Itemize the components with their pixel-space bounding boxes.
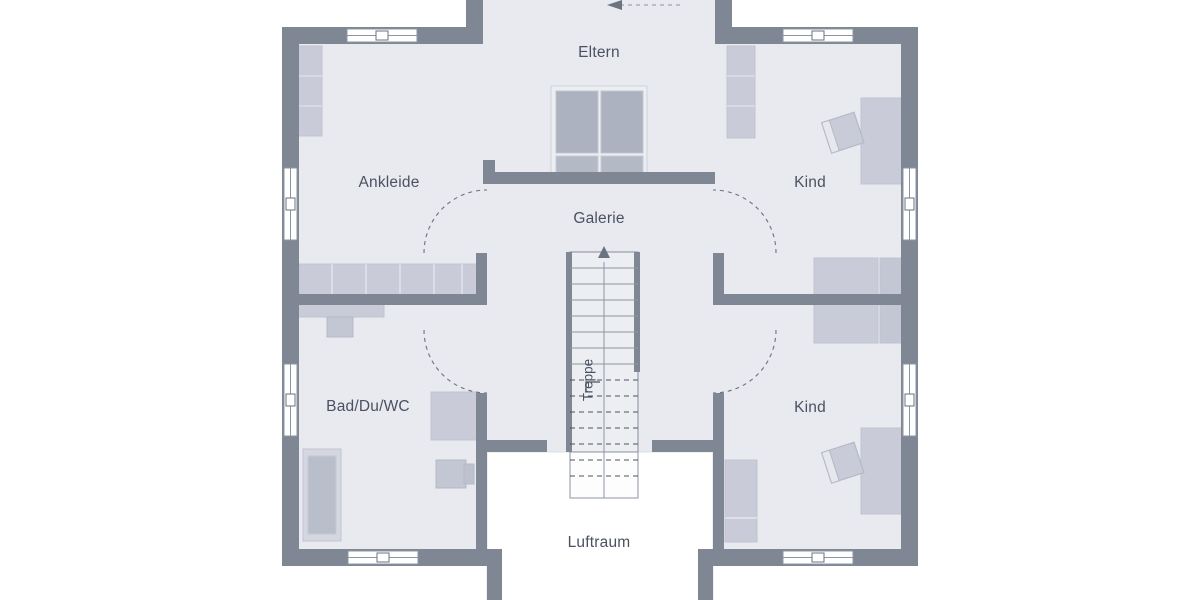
wall-kind-divider [713,294,908,305]
room-label-luftraum: Luftraum [568,534,631,551]
room-label-treppe: Treppe [581,359,596,401]
wall-eltern-bay-right [715,0,732,44]
mattress-right [600,90,644,154]
room-label-ankleide: Ankleide [358,174,419,191]
section-direction-arrow-icon [607,0,680,10]
wardrobe [726,45,756,139]
bathtub-inner [307,455,337,535]
stair-stringer-left [566,252,572,452]
wall-luftraum-bay-right [698,549,713,600]
wall-kind-unten-left [713,393,724,549]
mattress-left [555,90,599,154]
stair-stringer-right [634,252,640,372]
wall-luftraum-bay-left [487,549,502,600]
desk-group [820,111,865,154]
section-arrow-head [607,0,622,10]
chair [821,119,840,154]
vanity-counter [295,302,385,318]
room-label-eltern: Eltern [578,44,620,61]
furniture-kind-oben [726,45,909,301]
wall-kind-oben-left [713,253,724,305]
sideboard [813,257,879,301]
stair-down-marker-icon [585,381,600,392]
window-kind-unten-bottom [782,550,854,565]
bed [860,427,907,515]
wall-eltern-bay-left [466,0,483,44]
room-label-galerie: Galerie [573,210,624,227]
window-ankleide-left [283,167,298,241]
window-kind-oben-right [902,167,917,241]
room-fill-eltern-bay [483,0,715,40]
window-kind-oben-top [782,28,854,43]
wall-luftraum-top-right [652,440,713,452]
window-kind-unten-right [902,363,917,437]
wardrobe-row [298,263,485,296]
sink-basin [326,316,354,338]
door-swing-ankleide [423,189,488,254]
room-label-bad-du-wc: Bad/Du/WC [326,398,410,415]
windows [283,28,917,565]
door-swing-kind-oben [712,189,777,254]
pillow-right [600,155,644,175]
room-labels: Eltern Ankleide Kind Galerie Bad/Du/WC K… [326,44,826,551]
wardrobe [724,459,758,543]
door-swing-bad [423,329,488,394]
toilet-cistern [463,463,475,485]
wall-eltern-galerie [483,172,715,184]
wall-ankleide-bad [292,294,487,305]
window-bad-left [283,363,298,437]
furniture-bad [295,302,478,542]
stair-treads-dashed [570,379,638,477]
chair [821,449,840,484]
window-ankleide-top [346,28,418,43]
desk-group [820,441,865,484]
sideboard [813,300,879,344]
stair-up-arrow-icon [598,246,610,258]
furniture-eltern [550,85,648,177]
wall-stub-eltern-left [483,160,495,184]
staircase [566,246,640,499]
wall-bad-right [476,393,487,549]
room-label-kind-unten: Kind [794,399,826,416]
room-label-kind-oben: Kind [794,174,826,191]
wall-luftraum-top-left [487,440,547,452]
furniture-kind-unten [724,300,909,543]
door-swings [423,189,777,394]
window-bad-bottom [347,550,419,565]
wall-ankleide-right [476,253,487,305]
toilet [435,459,467,489]
door-swing-kind-unten [712,329,777,394]
bed [860,97,907,185]
shower-tray [430,391,478,441]
pillow-left [555,155,599,175]
